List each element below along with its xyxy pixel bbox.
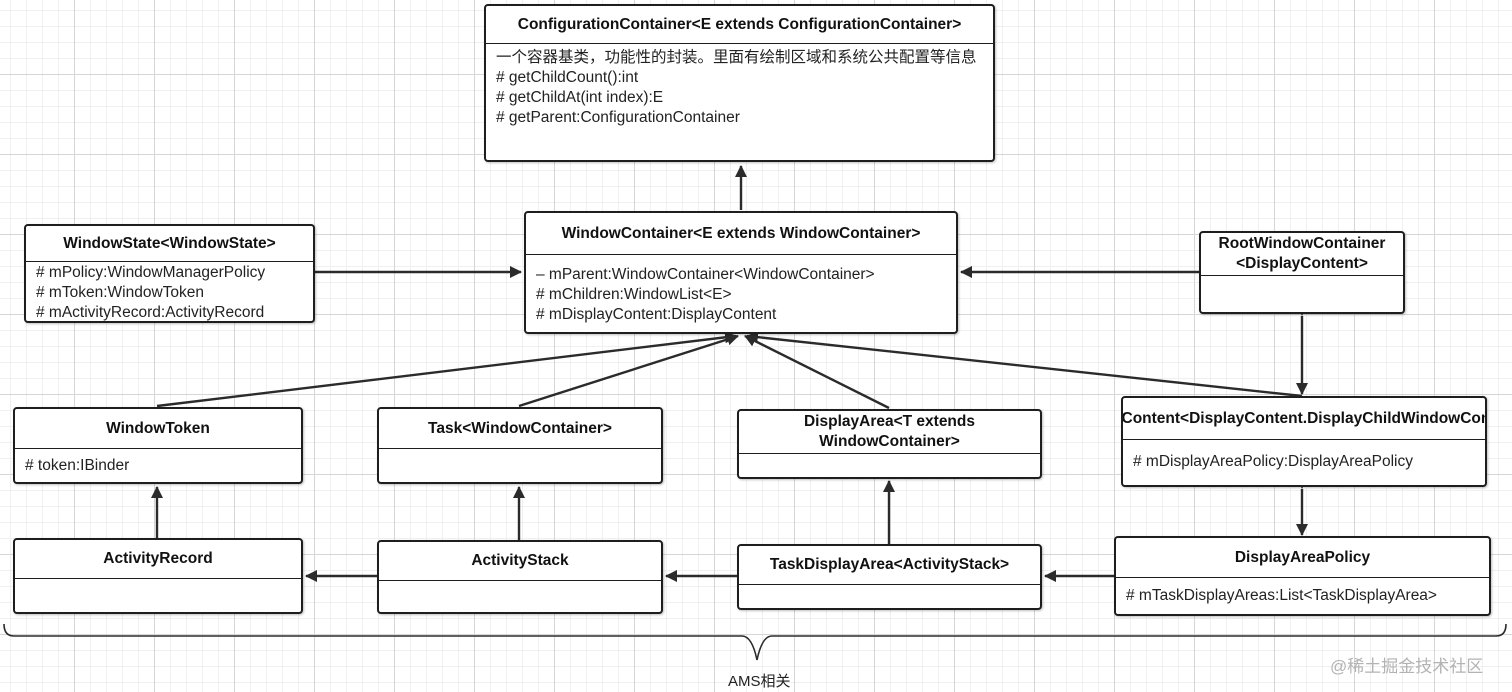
watermark: @稀土掘金技术社区 xyxy=(1330,657,1484,676)
node-window-token[interactable]: WindowToken # token:IBinder xyxy=(13,407,303,484)
node-title: ConfigurationContainer<E extends Configu… xyxy=(486,6,993,44)
node-title: WindowContainer<E extends WindowContaine… xyxy=(526,213,956,255)
node-member: # mTaskDisplayAreas:List<TaskDisplayArea… xyxy=(1126,587,1437,604)
node-member: # mToken:WindowToken xyxy=(36,284,204,301)
brace-label: AMS相关 xyxy=(728,673,791,690)
node-activity-stack[interactable]: ActivityStack xyxy=(377,540,663,614)
node-title: WindowState<WindowState> xyxy=(26,226,313,262)
ams-brace xyxy=(3,623,1507,661)
node-title: DisplayContent<DisplayContent.DisplayChi… xyxy=(1123,398,1485,440)
node-window-state[interactable]: WindowState<WindowState> # mPolicy:Windo… xyxy=(24,224,315,323)
node-configuration-container[interactable]: ConfigurationContainer<E extends Configu… xyxy=(484,4,995,162)
node-member: # mActivityRecord:ActivityRecord xyxy=(36,304,265,321)
node-member: # mDisplayAreaPolicy:DisplayAreaPolicy xyxy=(1133,453,1413,470)
node-member: – mParent:WindowContainer<WindowContaine… xyxy=(536,266,875,283)
node-display-area[interactable]: DisplayArea<T extends WindowContainer> xyxy=(737,409,1042,479)
node-root-window-container[interactable]: RootWindowContainer <DisplayContent> xyxy=(1199,231,1405,314)
node-title: DisplayAreaPolicy xyxy=(1116,538,1489,578)
node-activity-record[interactable]: ActivityRecord xyxy=(13,538,303,614)
node-member: # mPolicy:WindowManagerPolicy xyxy=(36,264,266,281)
node-title: DisplayArea<T extends WindowContainer> xyxy=(739,411,1040,454)
node-title: ActivityStack xyxy=(379,542,661,581)
node-member: # token:IBinder xyxy=(25,457,130,474)
edge-task-to-window-container xyxy=(518,333,739,408)
node-title: WindowToken xyxy=(15,409,301,449)
node-member: # getChildAt(int index):E xyxy=(496,89,664,106)
node-display-area-policy[interactable]: DisplayAreaPolicy # mTaskDisplayAreas:Li… xyxy=(1114,536,1491,616)
node-member: 一个容器基类，功能性的封装。里面有绘制区域和系统公共配置等信息 xyxy=(496,49,977,66)
edge-display-content-to-window-container xyxy=(746,331,1303,398)
node-title: Task<WindowContainer> xyxy=(379,409,661,449)
node-member: # mDisplayContent:DisplayContent xyxy=(536,306,777,323)
node-member: # getParent:ConfigurationContainer xyxy=(496,109,740,126)
node-title: TaskDisplayArea<ActivityStack> xyxy=(739,546,1040,585)
edge-display-area-to-window-container xyxy=(744,334,890,410)
node-member: # mChildren:WindowList<E> xyxy=(536,286,732,303)
node-title: ActivityRecord xyxy=(15,540,301,579)
node-task[interactable]: Task<WindowContainer> xyxy=(377,407,663,484)
node-task-display-area[interactable]: TaskDisplayArea<ActivityStack> xyxy=(737,544,1042,610)
node-member: # getChildCount():int xyxy=(496,69,639,86)
edge-window-token-to-window-container xyxy=(156,331,737,408)
node-display-content[interactable]: DisplayContent<DisplayContent.DisplayChi… xyxy=(1121,396,1487,487)
node-title: RootWindowContainer <DisplayContent> xyxy=(1201,233,1403,276)
node-window-container[interactable]: WindowContainer<E extends WindowContaine… xyxy=(524,211,958,334)
